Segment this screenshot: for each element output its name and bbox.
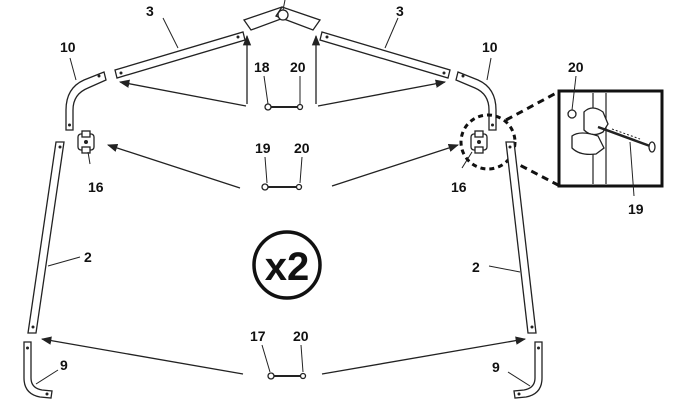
label-nut-top: 20 [290,59,306,75]
label-bolt-mid: 19 [255,140,271,156]
label-foot-right: 9 [492,359,500,375]
foot-tube-left [23,341,53,399]
label-bolt-bottom: 17 [250,328,266,344]
label-nut-bottom: 20 [293,328,309,344]
detail-link-top [505,89,561,122]
label-eave-tube-right: 10 [482,39,498,55]
label-leg-right: 2 [472,259,480,275]
label-foot-left: 9 [60,357,68,373]
label-detail-nut: 20 [568,59,584,75]
label-bracket-left: 16 [88,179,104,195]
label-detail-bolt: 19 [628,201,644,217]
label-leg-left: 2 [84,249,92,265]
label-bolt-top: 18 [254,59,270,75]
label-ridge-tube-left: 3 [146,3,154,19]
bolt-set-top [264,103,304,111]
label-eave-tube-left: 10 [60,39,76,55]
quantity-badge: x2 [252,230,322,300]
ridge-tube-left [114,31,246,79]
foot-tube-right [513,341,543,399]
eave-tube-left [65,71,107,131]
multiplier-text: x2 [265,245,310,289]
leg-tube-left [27,141,65,334]
label-ridge-tube-right: 3 [396,3,404,19]
bolt-set-middle [261,183,303,191]
peak-connector [242,0,322,31]
detail-inset [557,89,664,188]
label-bracket-right: 16 [451,179,467,195]
ridge-tube-right [319,31,451,79]
bracket-left [77,130,95,154]
bracket-right [470,130,488,154]
eave-tube-right [455,71,497,131]
leg-tube-right [505,141,537,334]
detail-link-bottom [509,158,561,188]
label-nut-mid: 20 [294,140,310,156]
detail-highlight-circle [459,113,517,171]
bolt-set-bottom [267,372,307,380]
